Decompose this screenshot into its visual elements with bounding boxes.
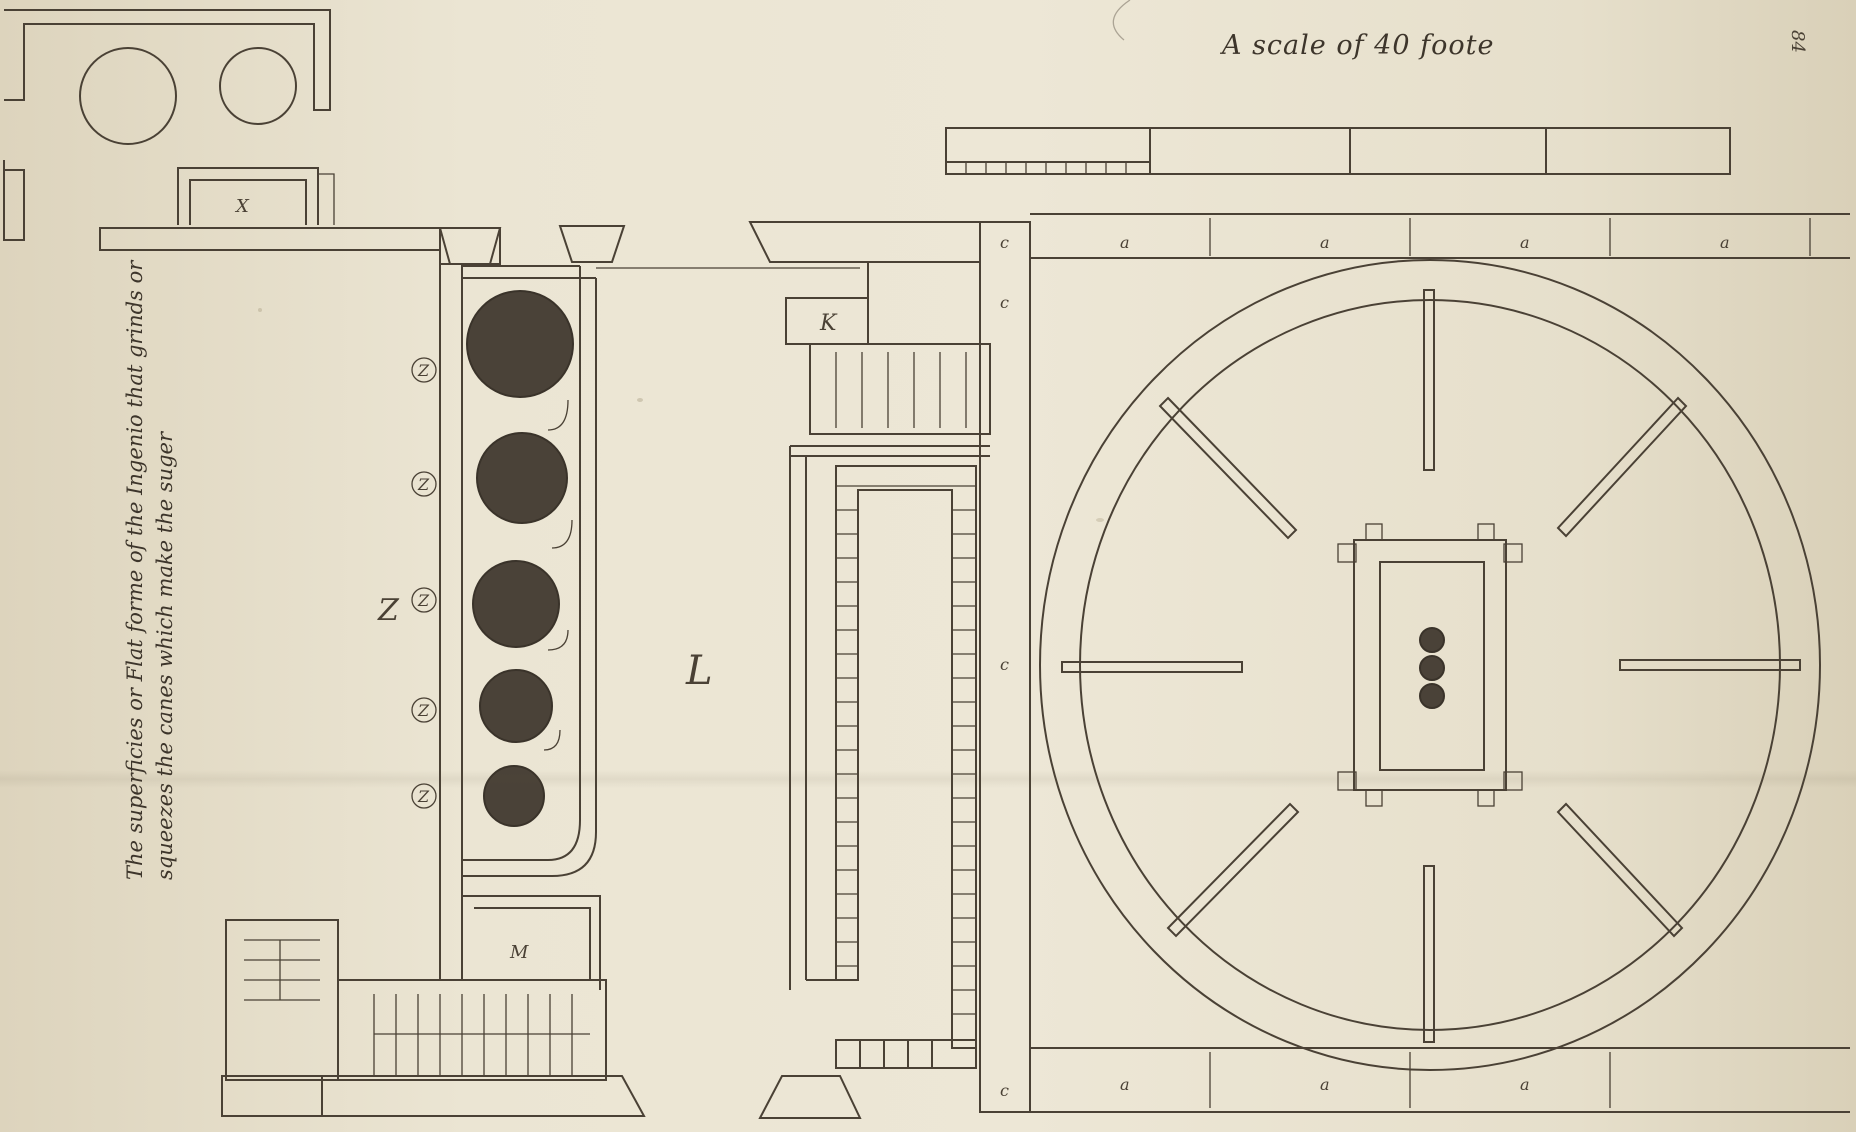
z-label-1: Z <box>417 361 430 380</box>
mill-room: c c c c a a a a a a a <box>979 213 1850 1113</box>
scale-bar <box>945 127 1731 175</box>
middle-column: K L <box>685 262 991 1069</box>
page-number: 84 <box>1787 30 1808 53</box>
edge-a-5: a <box>1120 1075 1130 1094</box>
cauldron-5 <box>483 765 545 827</box>
big-letter-l: L <box>685 648 713 694</box>
edge-a-6: a <box>1320 1075 1330 1094</box>
left-top-beam <box>99 221 981 265</box>
scale-title: A scale of 40 foote <box>1222 30 1495 61</box>
label-m: M <box>509 942 529 963</box>
plan-caption: The superficies or Flat forme of the Ing… <box>120 20 180 880</box>
z-label-3: Z <box>417 591 430 610</box>
edge-c-1: c <box>1000 233 1009 252</box>
z-label-4: Z <box>417 701 430 720</box>
z-large-label: Z <box>377 593 400 628</box>
cauldron-3 <box>472 560 560 648</box>
bottom-left-works: M <box>221 895 862 1119</box>
edge-a-3: a <box>1520 233 1530 252</box>
edge-a-7: a <box>1520 1075 1530 1094</box>
cauldron-4 <box>479 669 553 743</box>
edge-a-4: a <box>1720 233 1730 252</box>
label-k: K <box>819 311 838 336</box>
top-left-fragment: X <box>3 9 335 241</box>
z-label-2: Z <box>417 475 430 494</box>
edge-a-2: a <box>1320 233 1330 252</box>
cauldron-2 <box>476 432 568 524</box>
label-x: X <box>234 196 250 217</box>
edge-a-1: a <box>1120 233 1130 252</box>
edge-c-3: c <box>1000 655 1009 674</box>
caption-line-1: The superficies or Flat forme of the Ing… <box>123 260 147 880</box>
boiling-house: Z Z Z Z Z Z <box>377 264 860 980</box>
edge-c-4: c <box>1000 1081 1009 1100</box>
caption-line-2: squeezes the canes which make the suger <box>153 431 177 880</box>
mill-wheel <box>1039 259 1821 1071</box>
edge-c-2: c <box>1000 293 1009 312</box>
cauldron-1 <box>466 290 574 398</box>
z-label-5: Z <box>417 787 430 806</box>
